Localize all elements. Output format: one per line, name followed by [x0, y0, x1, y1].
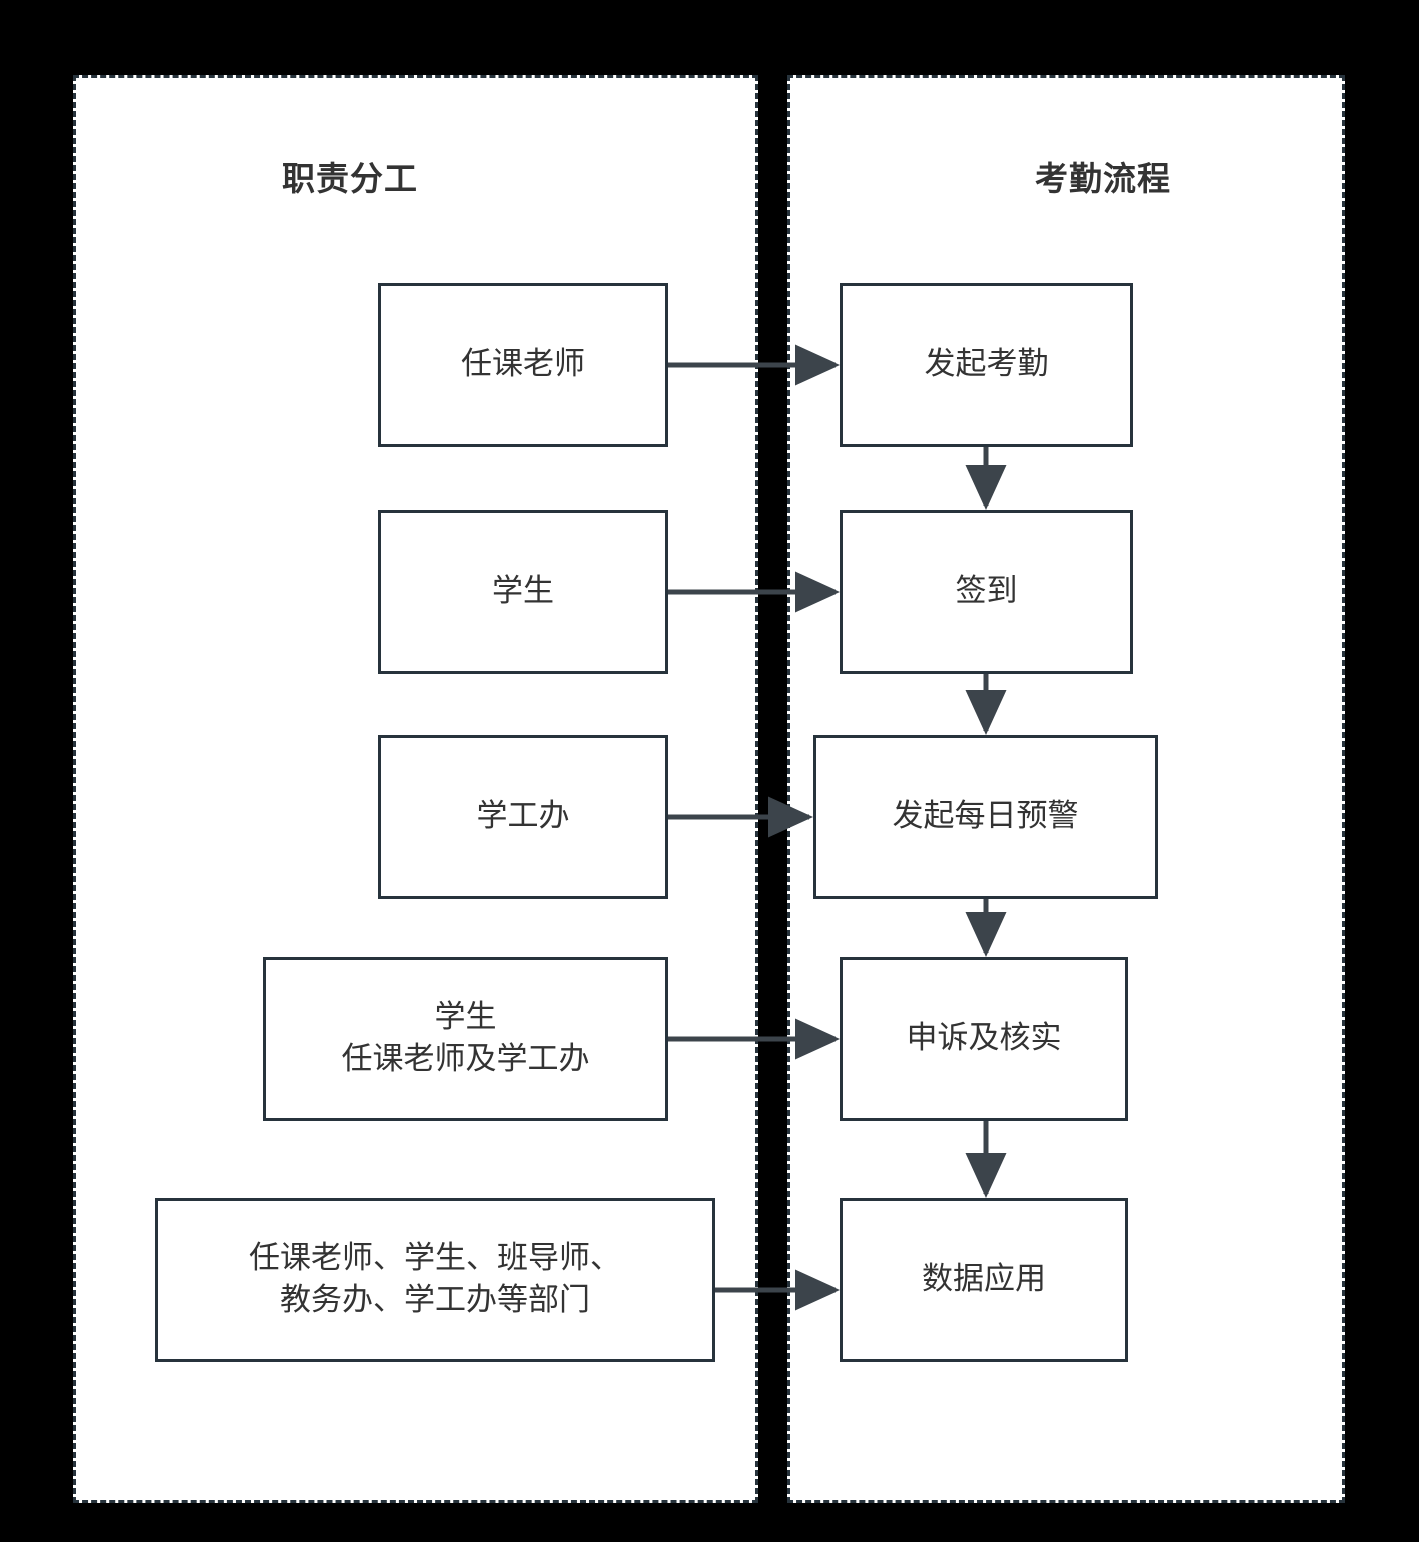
step-node-appeal-verification[interactable]: 申诉及核实 — [840, 957, 1128, 1121]
role-node-teacher[interactable]: 任课老师 — [378, 283, 668, 447]
role-node-all-departments[interactable]: 任课老师、学生、班导师、 教务办、学工办等部门 — [155, 1198, 715, 1362]
role-node-student-affairs-office[interactable]: 学工办 — [378, 735, 668, 899]
step-node-data-application[interactable]: 数据应用 — [840, 1198, 1128, 1362]
panel-title-attendance-process: 考勤流程 — [1035, 159, 1171, 198]
step-node-daily-warning[interactable]: 发起每日预警 — [813, 735, 1158, 899]
step-node-sign-in[interactable]: 签到 — [840, 510, 1133, 674]
step-node-initiate-attendance[interactable]: 发起考勤 — [840, 283, 1133, 447]
panel-title-responsibilities: 职责分工 — [282, 159, 418, 198]
role-node-student[interactable]: 学生 — [378, 510, 668, 674]
role-node-student-teacher-affairs[interactable]: 学生 任课老师及学工办 — [263, 957, 668, 1121]
